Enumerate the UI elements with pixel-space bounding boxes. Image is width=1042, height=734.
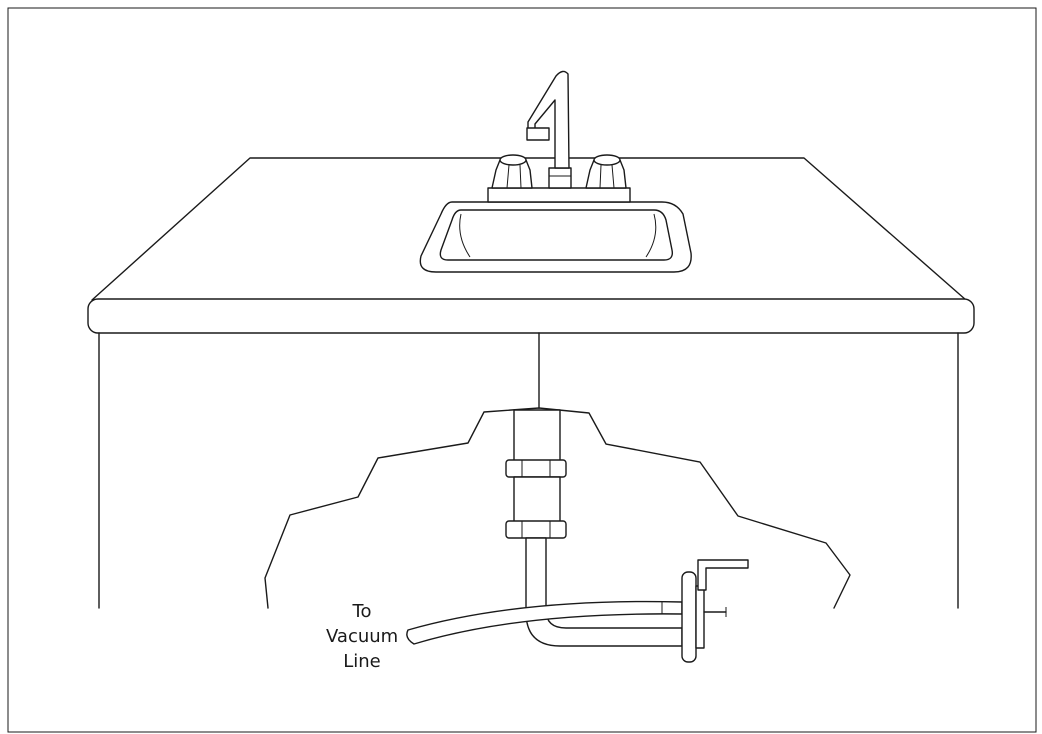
faucet-deck-plate: [487, 187, 631, 203]
drain-pipe-upper: [513, 409, 561, 463]
drain-tube: [525, 537, 683, 647]
label-line-vacuum: Vacuum: [326, 626, 399, 647]
faucet-handle-left-facet2: [519, 164, 522, 189]
sink-rim: [419, 201, 692, 273]
vacuum-valve-collar: [695, 585, 705, 649]
faucet-handle-right-facet: [599, 164, 602, 189]
counter-edge: [87, 298, 975, 334]
mounting-bracket: [697, 559, 749, 591]
faucet-handle-right-top: [593, 154, 621, 166]
vacuum-hose: [406, 600, 683, 645]
drain-nut-lower: [505, 520, 567, 539]
cutaway-outline: [264, 407, 851, 609]
sink-bowl-inner-left: [459, 213, 471, 258]
faucet-aerator: [526, 127, 550, 141]
vacuum-line-label: To Vacuum Line: [326, 599, 398, 674]
frame-border: [7, 7, 1037, 733]
vacuum-valve-body: [681, 571, 697, 663]
drain-pipe-middle: [513, 476, 561, 523]
sink-bowl-inner-right: [645, 213, 657, 258]
faucet-base: [548, 167, 572, 189]
sink-bowl: [439, 209, 674, 261]
label-line-to: To: [352, 601, 372, 622]
faucet-handle-right-facet2: [611, 164, 615, 189]
label-line-line: Line: [343, 651, 381, 672]
faucet-handle-left-facet: [506, 164, 510, 189]
faucet-spout: [527, 70, 570, 169]
faucet-handle-left-top: [499, 154, 527, 166]
drain-nut-upper: [505, 459, 567, 478]
